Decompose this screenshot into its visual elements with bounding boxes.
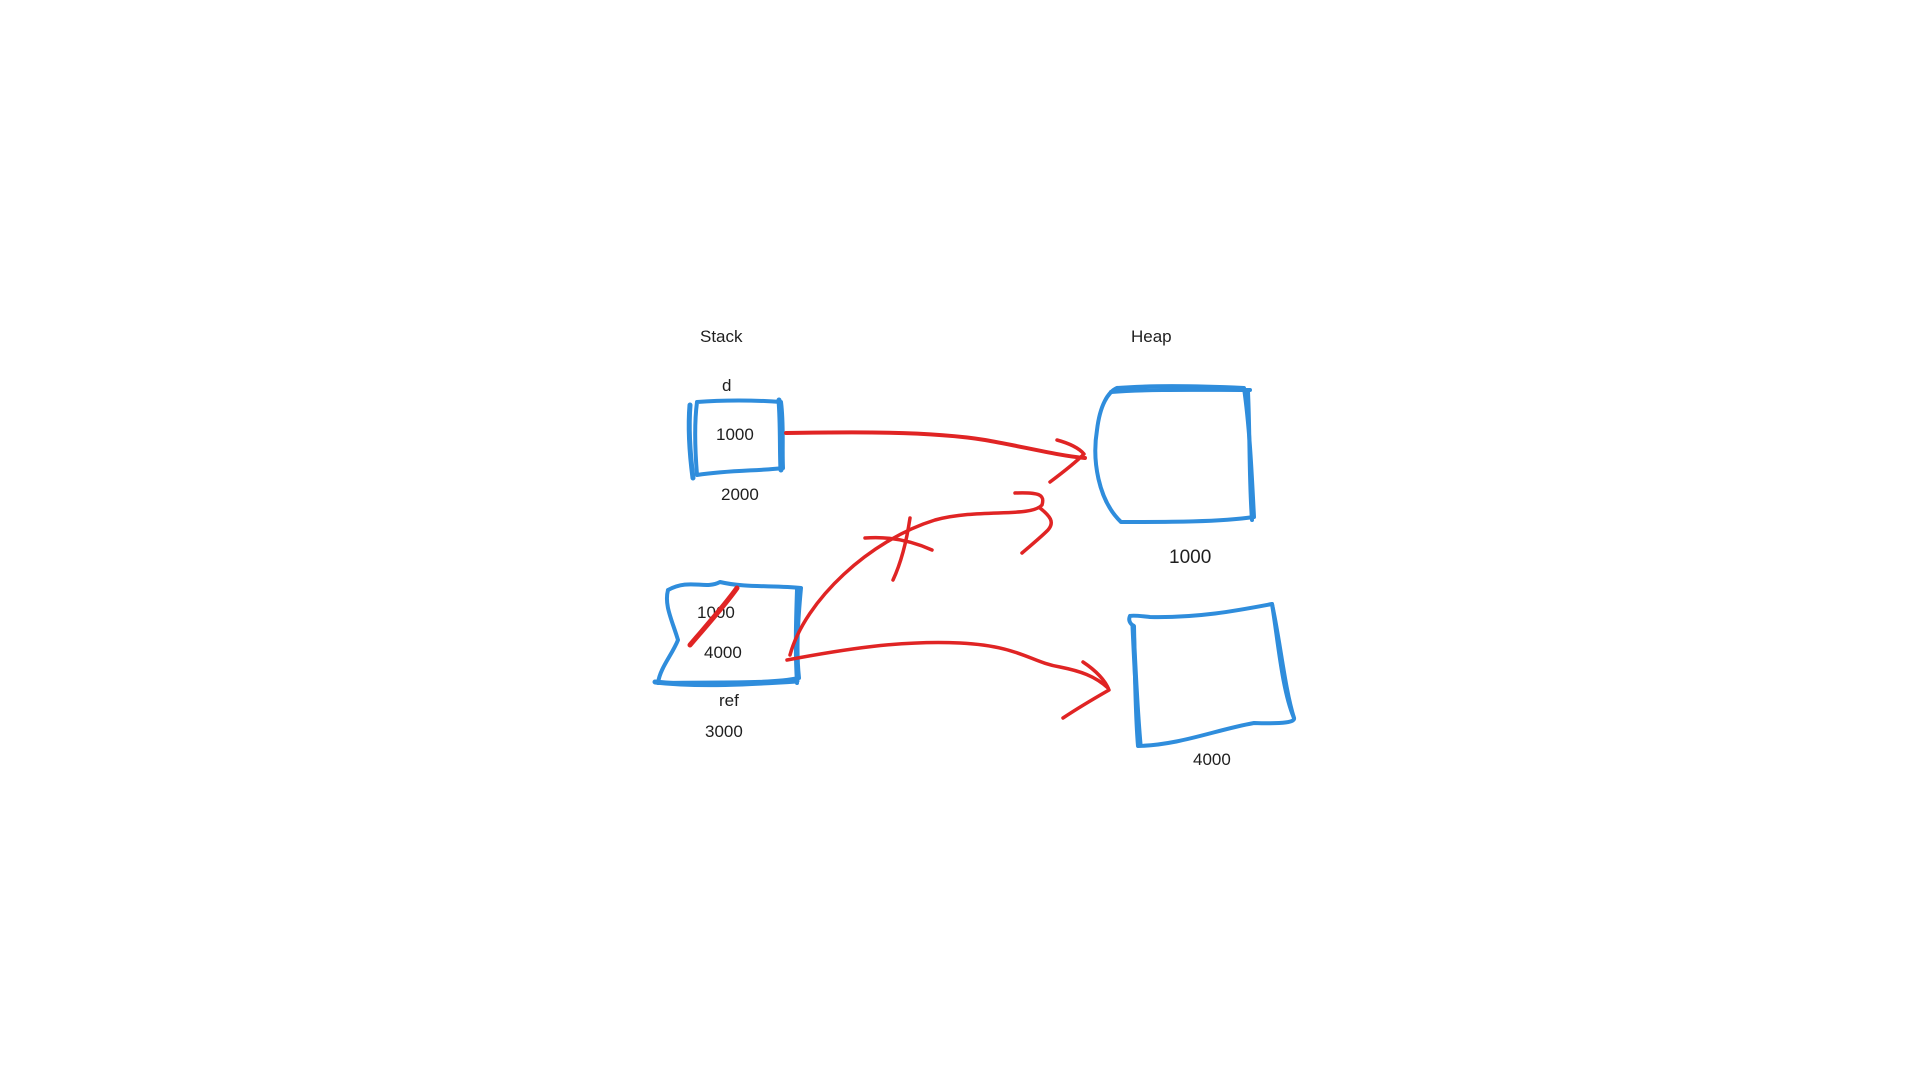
stack-var-d-name: d [722, 376, 731, 395]
stack-var-ref-address: 3000 [705, 722, 743, 741]
stack-var-ref-name: ref [719, 691, 739, 710]
arrow-ref-to-heap-object-2 [785, 640, 1111, 720]
heap-object-2-box [1127, 602, 1296, 748]
cross-mark [863, 516, 934, 582]
stack-var-d-box [686, 397, 785, 481]
stack-var-d-value: 1000 [716, 425, 754, 444]
stack-var-d-address: 2000 [721, 485, 759, 504]
heap-title: Heap [1131, 327, 1172, 346]
heap-object-1-address: 1000 [1169, 547, 1211, 568]
old-value-strikethrough [687, 585, 740, 648]
stack-title: Stack [700, 327, 743, 346]
arrow-d-to-heap-object-1 [784, 430, 1087, 484]
heap-object-1-box [1093, 384, 1256, 524]
arrow-ref-old-to-heap-object-1 [788, 491, 1053, 657]
heap-object-2-address: 4000 [1193, 750, 1231, 769]
stack-var-ref-value: 4000 [704, 643, 742, 662]
